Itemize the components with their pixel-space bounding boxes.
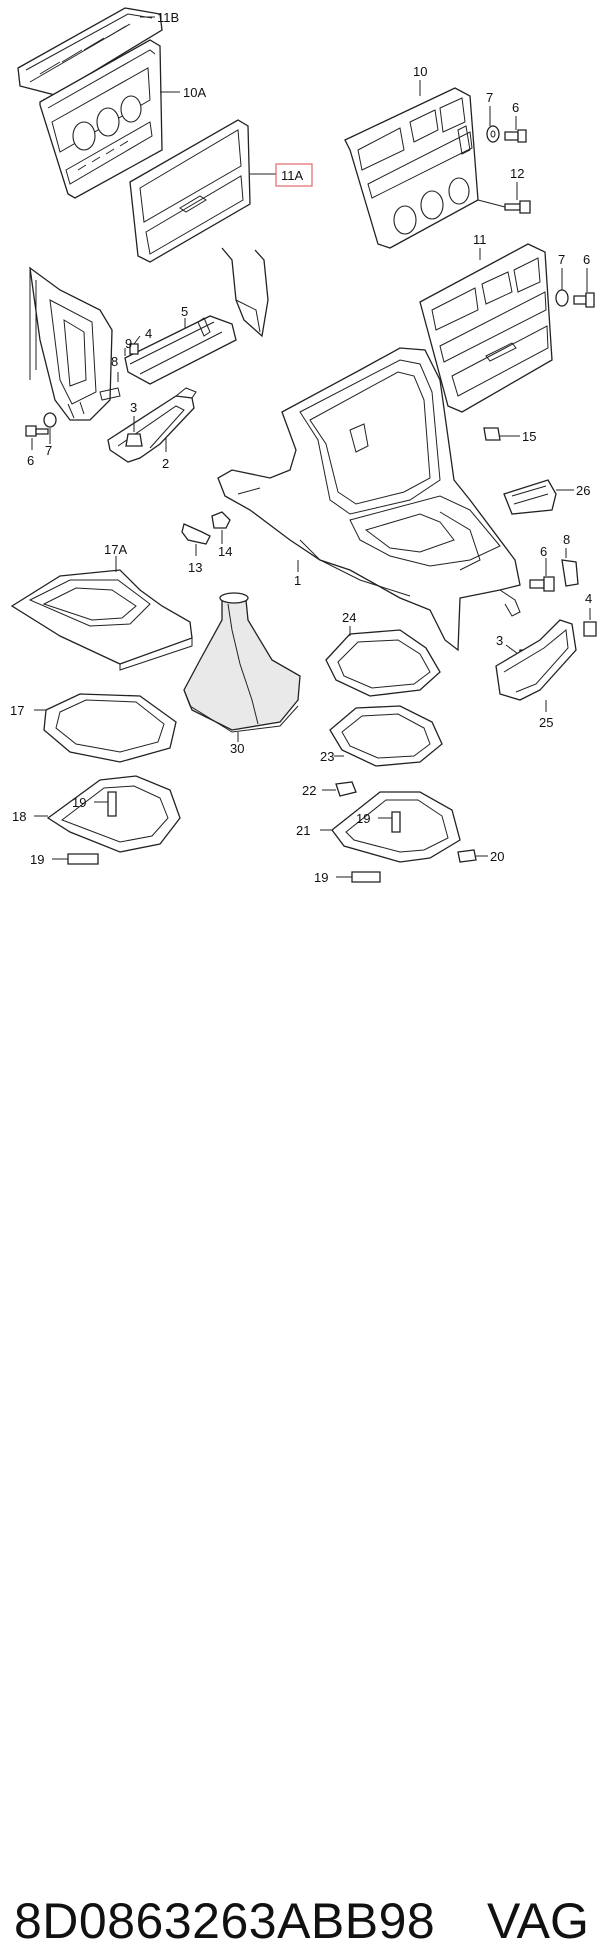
- callout-11: 11: [473, 232, 487, 247]
- callout-4b: 4: [585, 591, 592, 606]
- part-25-bracket: [495, 619, 577, 701]
- part-17a-trim-plate: [10, 569, 193, 671]
- part-30-gear-boot: [183, 592, 301, 733]
- callout-17: 17: [10, 703, 24, 718]
- part-26-clip: [503, 479, 557, 515]
- callout-1: 1: [294, 573, 301, 588]
- callout-8b: 8: [563, 532, 570, 547]
- callout-22: 22: [302, 783, 316, 798]
- callout-3a: 3: [130, 400, 137, 415]
- part-17-bezel-ring: [43, 693, 177, 763]
- callout-6d: 6: [540, 544, 547, 559]
- callout-19a: 19: [72, 795, 86, 810]
- callout-19d: 19: [314, 870, 328, 885]
- brand-name: VAG: [487, 1893, 589, 1949]
- callout-19b: 19: [356, 811, 370, 826]
- callout-24: 24: [342, 610, 356, 625]
- part-number: 8D0863263ABB98: [14, 1893, 436, 1949]
- callout-3b: 3: [496, 633, 503, 648]
- callout-10a: 10A: [183, 85, 206, 100]
- callout-14: 14: [218, 544, 232, 559]
- caption-bar: 8D0863263ABB98 VAG: [0, 940, 600, 1949]
- callout-25: 25: [539, 715, 553, 730]
- callout-5: 5: [181, 304, 188, 319]
- callout-2: 2: [162, 456, 169, 471]
- callout-6c: 6: [27, 453, 34, 468]
- callout-15: 15: [522, 429, 536, 444]
- callout-13: 13: [188, 560, 202, 575]
- part-11a-cover-panel: [129, 119, 251, 263]
- callout-4a: 4: [145, 326, 152, 341]
- callout-11a: 11A: [281, 168, 303, 183]
- callout-21: 21: [296, 823, 310, 838]
- callout-12: 12: [510, 166, 524, 181]
- highlight-box: [275, 163, 313, 187]
- part-10-fascia: [344, 87, 479, 249]
- part-left-side-frame: [29, 266, 113, 421]
- part-2-bracket: [107, 387, 197, 463]
- callout-20: 20: [490, 849, 504, 864]
- callout-23: 23: [320, 749, 334, 764]
- callout-18: 18: [12, 809, 26, 824]
- callout-8a: 8: [111, 354, 118, 369]
- callout-17a: 17A: [104, 542, 127, 557]
- callout-7a: 7: [486, 90, 493, 105]
- part-tunnel-bracket-upper: [221, 247, 269, 338]
- callout-7b: 7: [558, 252, 565, 267]
- callout-30: 30: [230, 741, 244, 756]
- part-5-bracket: [124, 315, 237, 385]
- callout-11b: 11B: [157, 10, 179, 25]
- callout-10: 10: [413, 64, 427, 79]
- callout-7c: 7: [45, 443, 52, 458]
- part-23-frame: [329, 705, 443, 767]
- callout-19c: 19: [30, 852, 44, 867]
- callout-6b: 6: [583, 252, 590, 267]
- callout-26: 26: [576, 483, 590, 498]
- part-11b-trim-strip: [17, 7, 163, 96]
- exploded-parts-diagram: 11B 10A 11A 10 7 6: [10, 7, 597, 885]
- part-1-center-console: [217, 347, 521, 652]
- part-24-frame: [325, 629, 441, 697]
- part-10a-fascia: [39, 39, 163, 199]
- part-11-fascia: [419, 243, 553, 413]
- callout-9: 9: [125, 336, 132, 351]
- callout-6a: 6: [512, 100, 519, 115]
